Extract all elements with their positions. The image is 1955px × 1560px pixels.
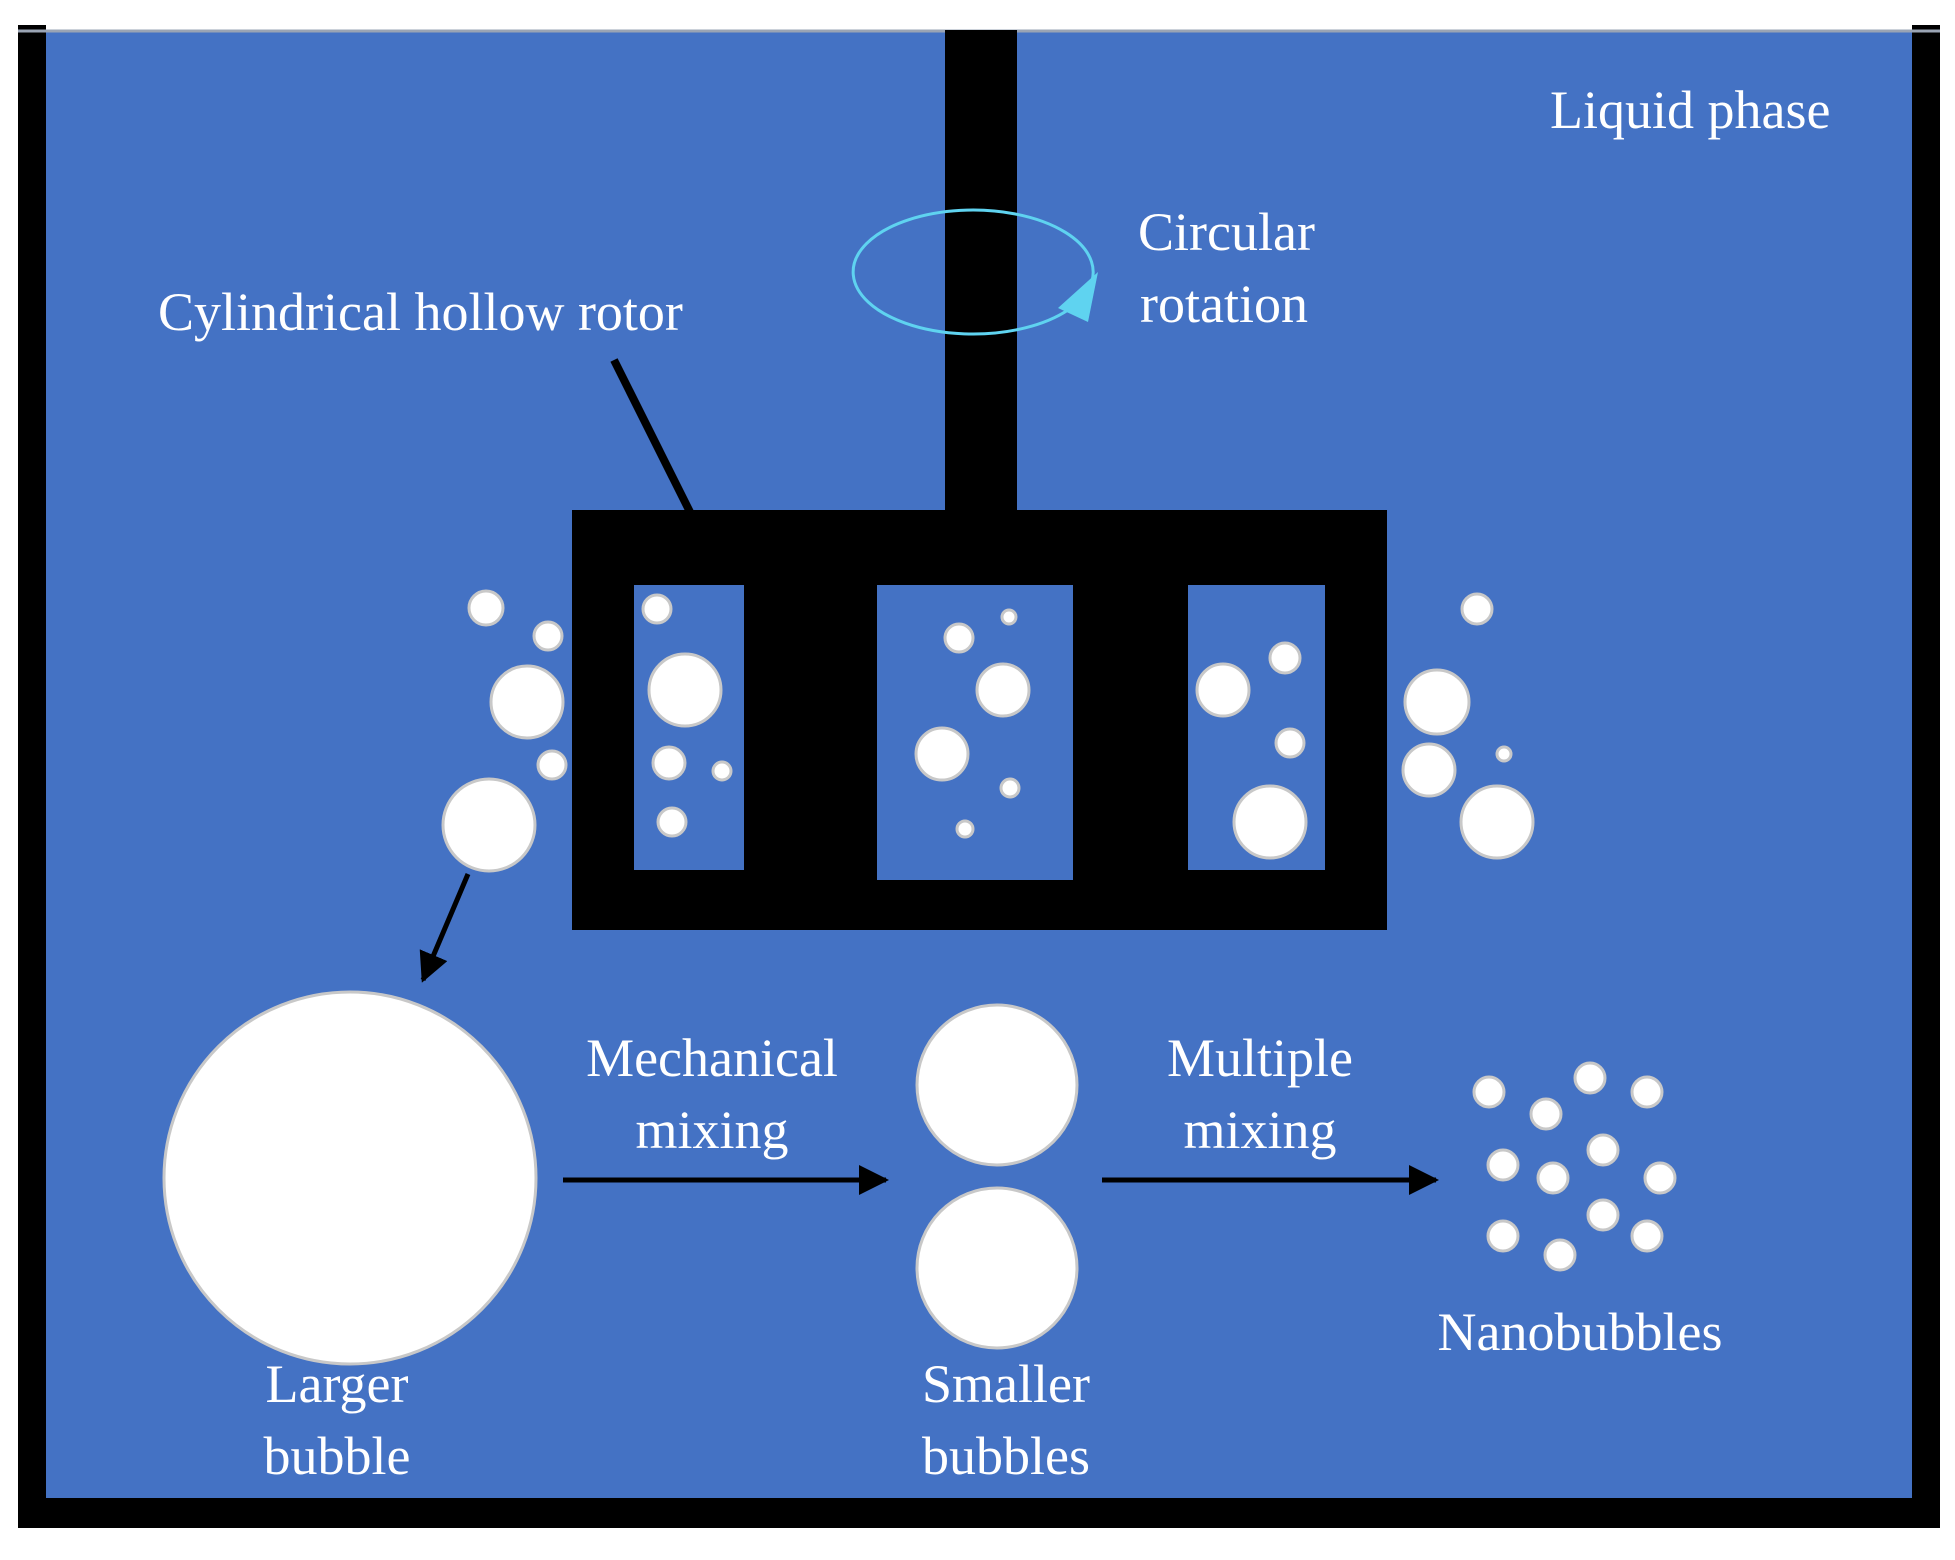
tank-bottom-wall <box>18 1498 1940 1528</box>
nanobubble <box>1643 1161 1677 1195</box>
bubble <box>532 620 564 652</box>
circular-rotation-label-line1: Circular <box>1138 202 1315 262</box>
larger-bubble-label-line2: bubble <box>264 1426 411 1486</box>
bubble <box>943 622 975 654</box>
larger-bubble-label-line1: Larger <box>266 1354 409 1414</box>
rotation-ellipse <box>851 208 1095 336</box>
rotor-shaft <box>945 30 1017 520</box>
smaller-bubble-bottom <box>915 1186 1079 1350</box>
liquid-phase-label: Liquid phase <box>1550 80 1830 140</box>
rotor-label: Cylindrical hollow rotor <box>158 282 683 342</box>
bubble <box>641 593 673 625</box>
bubble <box>914 726 970 782</box>
bubble <box>1274 727 1306 759</box>
rotation-arrowhead <box>1058 272 1098 322</box>
nanobubbles-label: Nanobubbles <box>1438 1302 1723 1362</box>
bubble <box>711 760 733 782</box>
bubble <box>1459 784 1535 860</box>
nanobubble <box>1486 1148 1520 1182</box>
nanobubble <box>1586 1133 1620 1167</box>
nanobubble <box>1630 1219 1664 1253</box>
bubble <box>656 806 688 838</box>
nanobubble <box>1536 1161 1570 1195</box>
smaller-bubbles-label-line1: Smaller <box>922 1354 1090 1414</box>
rotor-label-pointer <box>610 358 694 514</box>
rotor-window-left <box>634 585 744 870</box>
bubble <box>651 745 687 781</box>
bubble <box>999 777 1021 799</box>
bubble <box>975 662 1031 718</box>
mechanical-mixing-label-line1: Mechanical <box>586 1028 838 1088</box>
bubble <box>489 664 565 740</box>
nanobubble <box>1586 1198 1620 1232</box>
nanobubble <box>1573 1061 1607 1095</box>
nanobubble <box>1486 1219 1520 1253</box>
bubble <box>1495 745 1513 763</box>
tank-left-wall <box>18 25 46 1528</box>
bubble <box>1460 592 1494 626</box>
bubble <box>1195 662 1251 718</box>
nanobubble <box>1630 1075 1664 1109</box>
rotor-window-center <box>877 585 1073 880</box>
nanobubble <box>1529 1097 1563 1131</box>
nanobubble <box>1472 1075 1506 1109</box>
bubble <box>1403 668 1471 736</box>
multiple-mixing-label-line1: Multiple <box>1167 1028 1353 1088</box>
bubble <box>441 777 537 873</box>
bubble <box>647 652 723 728</box>
smaller-bubbles-label-line2: bubbles <box>922 1426 1090 1486</box>
smaller-bubble-top <box>915 1003 1079 1167</box>
mechanical-mixing-label-line2: mixing <box>635 1100 788 1160</box>
bubble <box>1232 784 1308 860</box>
bubble <box>1000 608 1018 626</box>
larger-bubble <box>162 990 538 1366</box>
circular-rotation-label-line2: rotation <box>1140 274 1308 334</box>
bubble <box>1401 742 1457 798</box>
bubble <box>536 749 568 781</box>
descend-arrow <box>419 873 471 983</box>
nanobubbles-cluster <box>1472 1061 1677 1272</box>
nanobubble <box>1543 1238 1577 1272</box>
rotor-bubbles <box>441 589 1535 873</box>
multiple-mixing-label-line2: mixing <box>1183 1100 1336 1160</box>
tank-right-wall <box>1912 25 1940 1528</box>
bubble <box>955 819 975 839</box>
bubble <box>467 589 505 627</box>
bubble <box>1268 641 1302 675</box>
